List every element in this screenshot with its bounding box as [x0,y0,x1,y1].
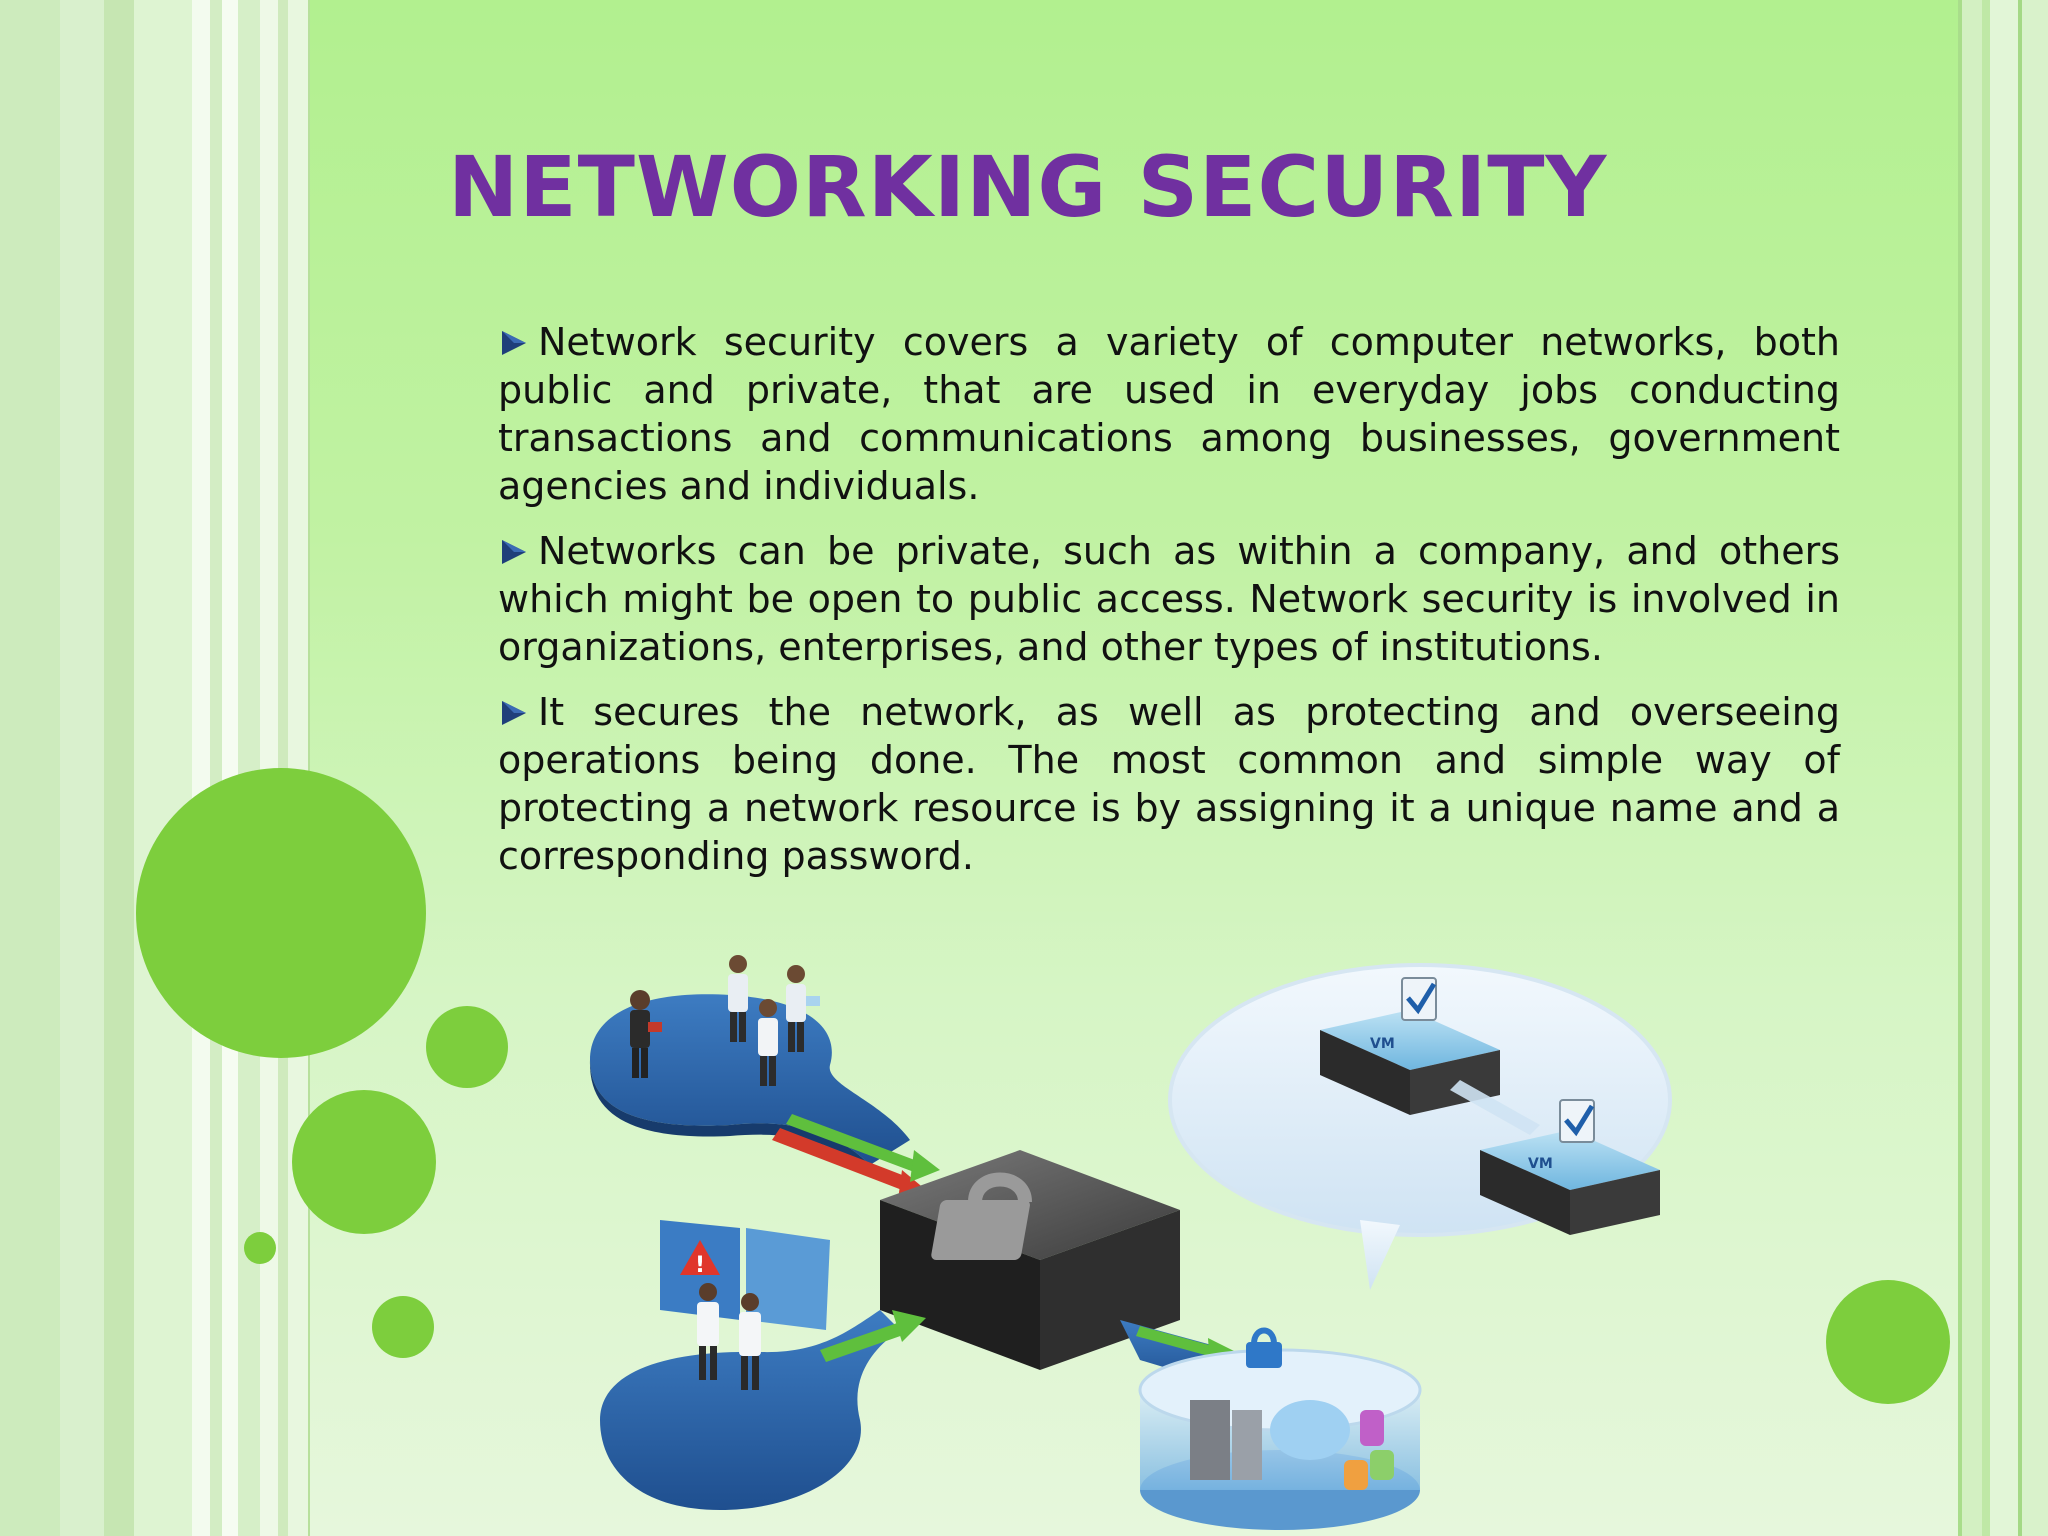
right-stripes-decoration [1958,0,2048,1536]
stripe [0,0,60,1536]
bullet-item: It secures the network, as well as prote… [498,688,1840,880]
stripe [2022,0,2048,1536]
decorative-circle [292,1090,436,1234]
stripe [192,0,210,1536]
stripe [222,0,238,1536]
bullet-item: Network security covers a variety of com… [498,318,1840,510]
triangle-right-icon [502,701,526,725]
stripe [1982,0,1990,1536]
bullet-text: Network security covers a variety of com… [498,320,1840,508]
doctors-icon [697,1283,761,1390]
people-platform-top [589,994,910,1175]
decorative-circle-small [244,1232,276,1264]
bullet-list: Network security covers a variety of com… [498,318,1840,897]
people-group-icon [630,955,820,1086]
checkmark-clipboard-icon [1401,977,1437,1021]
decorative-circle-large [136,768,426,1058]
stripe [308,0,310,1536]
green-arrow-icon [786,1114,940,1182]
triangle-right-icon [502,331,526,355]
stripe [104,0,134,1536]
lock-cube-icon [880,1150,1180,1370]
padlock-icon [1246,1327,1282,1368]
monitor-screens-icon: ! [660,1220,830,1330]
stripe [1990,0,2018,1536]
checkmark-clipboard-icon [1559,1099,1595,1143]
stripe [134,0,192,1536]
network-security-illustration: ! VM [589,955,1672,1530]
vm-label: VM [1370,1036,1395,1052]
stripe [2018,0,2022,1536]
svg-text:!: ! [695,1253,705,1278]
green-arrow-icon [820,1310,926,1362]
decorative-circle-right [1826,1280,1950,1404]
vm-label: VM [1528,1156,1553,1172]
triangle-right-icon [502,540,526,564]
stripe [238,0,260,1536]
virtual-machines-bubble: VM VM [1168,963,1672,1290]
decorative-circle [426,1006,508,1088]
bullet-item: Networks can be private, such as within … [498,527,1840,671]
bullet-text: It secures the network, as well as prote… [498,690,1840,878]
stripe [1958,0,1962,1536]
stripe [210,0,222,1536]
bullet-text: Networks can be private, such as within … [498,529,1840,669]
stripe [1962,0,1982,1536]
slide-title: NETWORKING SECURITY [448,138,1608,236]
stripe [60,0,104,1536]
database-cylinder-icon [1138,1348,1422,1530]
decorative-circle [372,1296,434,1358]
